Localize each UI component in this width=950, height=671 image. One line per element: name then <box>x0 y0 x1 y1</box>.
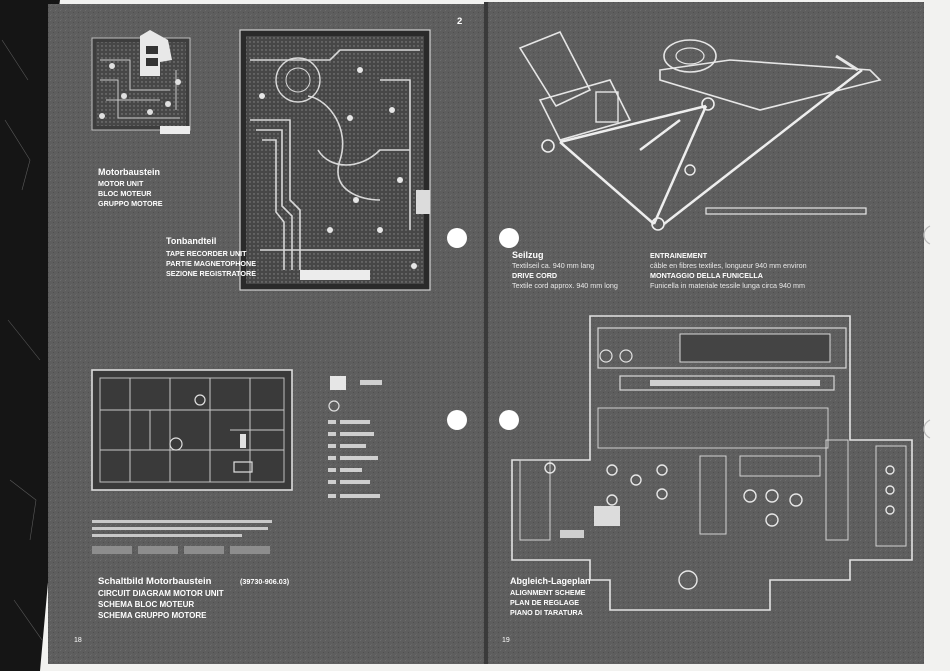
alignment-board <box>511 315 913 611</box>
edge-scratches <box>1 39 43 641</box>
drive-en-text: Textile cord approx. 940 mm long <box>512 281 618 290</box>
sheet-number: 2 <box>457 16 462 27</box>
alignment-sub-en: ALIGNMENT SCHEME <box>510 588 586 597</box>
motor-unit-sub-en: MOTOR UNIT <box>98 179 144 188</box>
tape-unit-title: Tonbandteil <box>166 236 216 246</box>
drive-fr-text: câble en fibres textiles, longueur 940 m… <box>650 261 807 270</box>
tape-unit-sub-en: TAPE RECORDER UNIT <box>166 249 247 258</box>
tape-unit-sub-fr: PARTIE MAGNETOPHONE <box>166 259 256 268</box>
punch-hole-left-top <box>447 228 467 248</box>
left-edge-shadow <box>0 0 60 671</box>
punch-hole-left-bottom <box>447 410 467 430</box>
right-page-number: 19 <box>502 637 510 644</box>
circuit-part-number: (39730-906.03) <box>240 577 290 586</box>
punch-hole-right-bottom <box>499 410 519 430</box>
binding-mark-bottom <box>923 419 931 439</box>
motor-unit-title: Motorbaustein <box>98 167 160 177</box>
left-page-number: 18 <box>74 637 82 644</box>
page-fold <box>484 2 488 664</box>
motor-unit-pcb <box>91 30 191 134</box>
alignment-title: Abgleich-Lageplan <box>510 576 591 586</box>
circuit-title: Schaltbild Motorbaustein <box>98 576 212 587</box>
drive-cord-drawing <box>518 30 882 231</box>
alignment-sub-fr: PLAN DE REGLAGE <box>510 598 579 607</box>
binding-mark-top <box>923 225 931 245</box>
alignment-sub-it: PIANO DI TARATURA <box>510 608 583 617</box>
right-page <box>486 2 924 664</box>
circuit-sub-fr: SCHEMA BLOC MOTEUR <box>98 600 194 609</box>
drive-fr-title: ENTRAINEMENT <box>650 251 708 260</box>
circuit-legend-symbols <box>328 376 382 498</box>
motor-unit-sub-it: GRUPPO MOTORE <box>98 199 163 208</box>
drive-de-title: Seilzug <box>512 250 544 260</box>
drive-it-title: MONTAGGIO DELLA FUNICELLA <box>650 271 763 280</box>
tape-unit-sub-it: SEZIONE REGISTRATORE <box>166 269 256 278</box>
circuit-sub-en: CIRCUIT DIAGRAM MOTOR UNIT <box>98 589 224 598</box>
circuit-sub-it: SCHEMA GRUPPO MOTORE <box>98 611 207 620</box>
tape-recorder-pcb <box>239 29 431 291</box>
motor-circuit-diagram <box>91 369 293 491</box>
drive-de-text: Textilseil ca. 940 mm lang <box>512 261 594 270</box>
motor-unit-sub-fr: BLOC MOTEUR <box>98 189 152 198</box>
drive-en-title: DRIVE CORD <box>512 271 557 280</box>
circuit-notes <box>92 520 272 554</box>
drive-it-text: Funicella in materiale tessile lunga cir… <box>650 281 805 290</box>
punch-hole-right-top <box>499 228 519 248</box>
